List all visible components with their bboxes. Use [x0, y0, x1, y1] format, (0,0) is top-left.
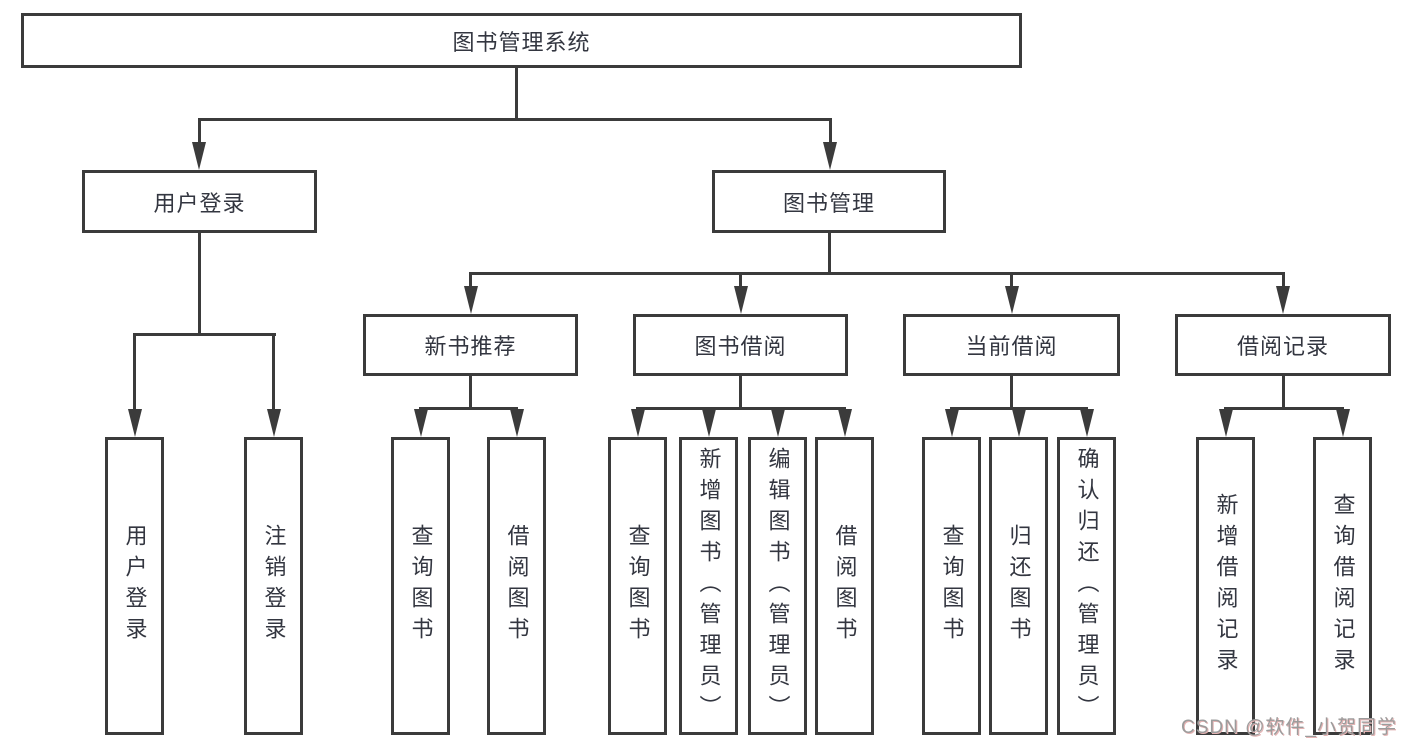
- arrow-down-icon: [510, 409, 524, 437]
- node-borrow-records: 借阅记录: [1175, 314, 1391, 376]
- node-leaf-borrow-books-recommend: 借阅图书: [487, 437, 546, 735]
- node-user-login: 用户登录: [82, 170, 317, 233]
- arrow-down-icon: [1336, 409, 1350, 437]
- node-label: 编辑图书（管理员）: [765, 446, 791, 726]
- arrow-down-icon: [702, 409, 716, 437]
- node-label: 图书管理系统: [452, 29, 591, 55]
- node-label: 当前借阅: [965, 334, 1058, 359]
- node-leaf-add-borrow-record: 新增借阅记录: [1196, 437, 1255, 735]
- node-book-borrow: 图书借阅: [633, 314, 848, 376]
- arrow-down-icon: [823, 142, 837, 170]
- connector-line: [1010, 272, 1013, 290]
- node-leaf-add-book-admin: 新增图书（管理员）: [679, 437, 738, 735]
- connector-line: [198, 118, 832, 121]
- connector-line: [1282, 272, 1285, 290]
- arrow-down-icon: [192, 142, 206, 170]
- node-label: 查询图书: [939, 524, 965, 648]
- node-label: 新书推荐: [424, 334, 517, 359]
- connector-line: [469, 272, 1285, 275]
- arrow-down-icon: [1276, 286, 1290, 314]
- node-label: 图书借阅: [694, 334, 787, 359]
- connector-line: [419, 407, 518, 410]
- connector-line: [133, 333, 136, 413]
- connector-line: [1010, 374, 1013, 410]
- node-leaf-query-books-recommend: 查询图书: [391, 437, 450, 735]
- connector-line: [950, 407, 1088, 410]
- arrow-down-icon: [1219, 409, 1233, 437]
- connector-line: [133, 333, 276, 336]
- connector-line: [1282, 374, 1285, 410]
- arrow-down-icon: [734, 286, 748, 314]
- node-new-book-recommend: 新书推荐: [363, 314, 578, 376]
- connector-line: [636, 407, 846, 410]
- arrow-down-icon: [838, 409, 852, 437]
- connector-line: [739, 272, 742, 290]
- node-leaf-edit-book-admin: 编辑图书（管理员）: [748, 437, 807, 735]
- connector-line: [1224, 407, 1344, 410]
- node-leaf-user-login: 用户登录: [105, 437, 164, 735]
- node-label: 用户登录: [153, 190, 246, 216]
- connector-line: [469, 272, 472, 290]
- connector-line: [828, 231, 831, 273]
- arrow-down-icon: [1012, 409, 1026, 437]
- node-leaf-query-books-current: 查询图书: [922, 437, 981, 735]
- arrow-down-icon: [771, 409, 785, 437]
- node-label: 查询图书: [408, 524, 434, 648]
- node-label: 注销登录: [261, 524, 287, 648]
- node-label: 新增图书（管理员）: [696, 446, 722, 726]
- node-leaf-borrow-books: 借阅图书: [815, 437, 874, 735]
- arrow-down-icon: [267, 409, 281, 437]
- arrow-down-icon: [1080, 409, 1094, 437]
- node-root: 图书管理系统: [21, 13, 1022, 68]
- connector-line: [515, 68, 518, 119]
- node-leaf-confirm-return-admin: 确认归还（管理员）: [1057, 437, 1116, 735]
- node-label: 确认归还（管理员）: [1074, 446, 1100, 726]
- node-label: 借阅图书: [504, 524, 530, 648]
- connector-line: [469, 374, 472, 410]
- node-label: 用户登录: [122, 524, 148, 648]
- connector-line: [829, 118, 832, 146]
- node-label: 归还图书: [1006, 524, 1032, 648]
- arrow-down-icon: [1005, 286, 1019, 314]
- node-leaf-logout: 注销登录: [244, 437, 303, 735]
- node-leaf-return-book: 归还图书: [989, 437, 1048, 735]
- arrow-down-icon: [945, 409, 959, 437]
- node-leaf-query-borrow-record: 查询借阅记录: [1313, 437, 1372, 735]
- watermark: CSDN @软件_小贺同学: [1181, 717, 1397, 738]
- node-label: 借阅记录: [1236, 334, 1329, 359]
- connector-line: [198, 118, 201, 146]
- node-label: 图书管理: [782, 190, 875, 216]
- arrow-down-icon: [414, 409, 428, 437]
- connector-line: [272, 333, 275, 413]
- node-book-management: 图书管理: [712, 170, 946, 233]
- node-label: 借阅图书: [832, 524, 858, 648]
- arrow-down-icon: [631, 409, 645, 437]
- node-current-borrow: 当前借阅: [903, 314, 1120, 376]
- arrow-down-icon: [128, 409, 142, 437]
- connector-line: [198, 231, 201, 334]
- node-label: 查询图书: [625, 524, 651, 648]
- node-label: 查询借阅记录: [1330, 493, 1356, 679]
- arrow-down-icon: [464, 286, 478, 314]
- node-label: 新增借阅记录: [1213, 493, 1239, 679]
- node-leaf-query-books-borrow: 查询图书: [608, 437, 667, 735]
- connector-line: [739, 374, 742, 410]
